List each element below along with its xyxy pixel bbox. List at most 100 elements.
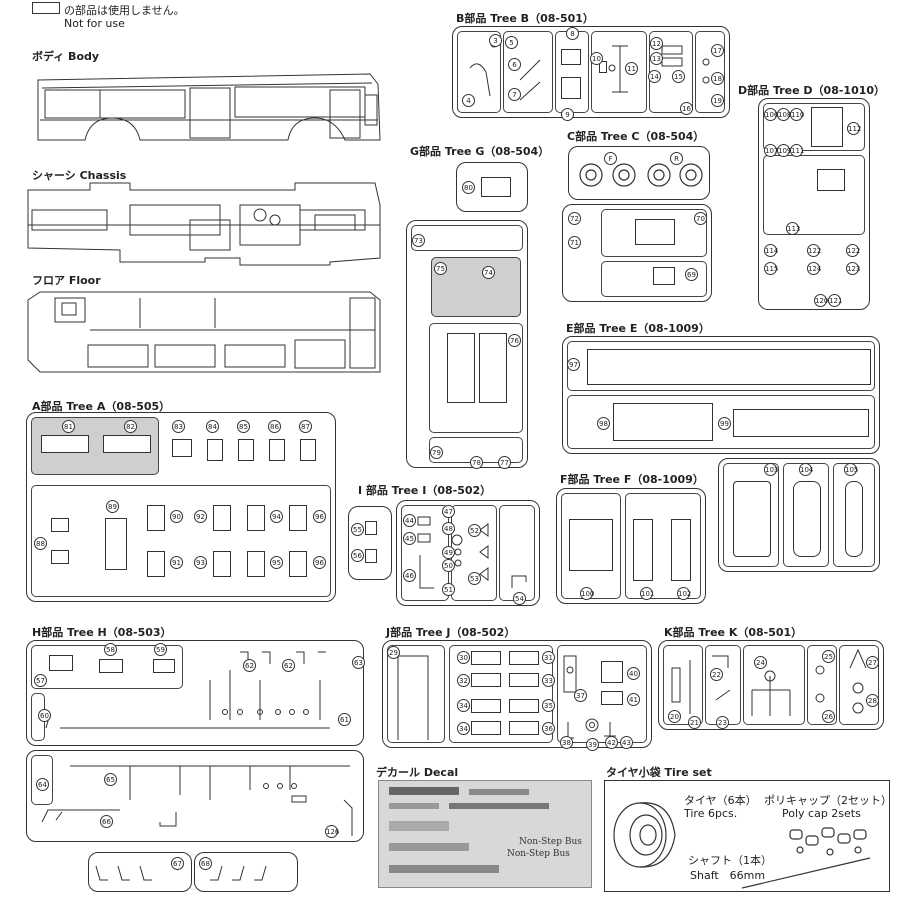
part-94: [247, 505, 265, 531]
part-32: [471, 673, 501, 687]
tree-d-label: D部品 Tree D（08-1010）: [738, 84, 886, 97]
num-j-8: 36: [542, 722, 555, 735]
num-i-3: 44: [403, 514, 416, 527]
num-d-15: 120: [814, 294, 828, 307]
num-e-4: 104: [799, 463, 813, 476]
part-91: [147, 551, 165, 577]
num-i-2: 47: [442, 505, 455, 518]
part-59: [153, 659, 175, 673]
num-g-6: 78: [470, 456, 483, 469]
num-a-10: 91: [170, 556, 183, 569]
shaft-jp: シャフト（1本）: [688, 854, 772, 867]
tree-e-bot: [567, 395, 875, 449]
tree-g-label: G部品 Tree G（08-504）: [410, 145, 550, 158]
num-k-0: 20: [668, 710, 681, 723]
decal-strip-7: [389, 865, 499, 873]
num-i-7: 49: [442, 546, 455, 559]
num-i-5: 52: [468, 524, 481, 537]
part-93: [213, 551, 231, 577]
tree-g-mid: [429, 323, 523, 433]
part-102: [671, 519, 691, 581]
tree-c-sec1: [601, 209, 707, 257]
tree-a: [26, 412, 336, 602]
num-b-10: 13: [650, 52, 663, 65]
tree-k-sec5: [839, 645, 879, 725]
num-k-1: 21: [688, 716, 701, 729]
num-b-12: 15: [672, 70, 685, 83]
tree-b-label: B部品 Tree B（08-501）: [456, 12, 594, 25]
num-j-12: 42: [605, 736, 618, 749]
tree-h-lower-sec1: [31, 755, 53, 805]
num-g-7: 77: [498, 456, 511, 469]
num-a-13: 94: [270, 510, 283, 523]
part-113: [817, 169, 845, 191]
num-d-11: 124: [807, 262, 821, 275]
part-34b: [471, 721, 501, 735]
part-56: [365, 549, 377, 563]
num-b-7: 10: [590, 52, 603, 65]
tree-j-sec3: [557, 645, 647, 743]
num-b-11: 14: [648, 70, 661, 83]
part-69: [653, 267, 675, 285]
num-e-5: 105: [844, 463, 858, 476]
polycap-jp: ポリキャップ（2セット）: [764, 794, 892, 807]
num-j-9: 37: [574, 689, 587, 702]
part-112: [811, 107, 843, 147]
tree-d-top: [763, 103, 865, 151]
tree-h-label: H部品 Tree H（08-503）: [32, 626, 172, 639]
part-58: [99, 659, 123, 673]
decal-text-a: Non-Step Bus: [519, 837, 582, 847]
num-b-4: 7: [508, 88, 521, 101]
tree-i-small: [348, 506, 392, 580]
num-i-4: 48: [442, 522, 455, 535]
tire-set-box: [604, 780, 890, 892]
tree-d-mid: [763, 155, 865, 235]
decal-strip-3: [389, 803, 439, 809]
c-mark-rear: R: [670, 152, 683, 165]
num-h-2: 59: [154, 643, 167, 656]
num-d-2: 110: [790, 108, 804, 121]
part-96a: [289, 505, 307, 531]
tree-g-bar: [411, 225, 523, 251]
num-f-2: 102: [677, 587, 691, 600]
chassis-label: シャーシ Chassis: [32, 169, 127, 182]
num-f-0: 100: [580, 587, 594, 600]
num-k-7: 27: [866, 656, 879, 669]
num-a-1: 82: [124, 420, 137, 433]
num-j-11: 39: [586, 738, 599, 751]
num-j-2: 31: [542, 651, 555, 664]
num-g-2: 75: [434, 262, 447, 275]
num-b-16: 19: [711, 94, 724, 107]
legend-swatch: [32, 2, 60, 14]
part-104: [793, 481, 821, 557]
tree-j-sec1: [387, 645, 445, 743]
num-a-8: 89: [106, 500, 119, 513]
tree-e-lower: [718, 458, 880, 572]
num-d-13: 123: [846, 262, 860, 275]
tree-e: [562, 336, 880, 454]
num-h-6: 60: [38, 709, 51, 722]
num-b-8: 11: [625, 62, 638, 75]
part-101: [633, 519, 653, 581]
part-76a: [447, 333, 475, 403]
part-10: [599, 61, 607, 73]
decal-strip-6: [389, 843, 469, 851]
num-a-2: 83: [172, 420, 185, 433]
num-a-0: 81: [62, 420, 75, 433]
tree-f-rest: [625, 493, 701, 599]
part-89: [105, 518, 127, 570]
num-h-7: 61: [338, 713, 351, 726]
num-k-2: 22: [710, 668, 723, 681]
num-a-6: 87: [299, 420, 312, 433]
tree-b-sec6: [695, 31, 725, 113]
tree-k: [658, 640, 884, 730]
part-83: [172, 439, 192, 457]
tree-c: [562, 204, 712, 302]
tree-f: [556, 488, 706, 604]
num-d-10: 122: [807, 244, 821, 257]
num-j-6: 35: [542, 699, 555, 712]
part-9: [561, 77, 581, 99]
